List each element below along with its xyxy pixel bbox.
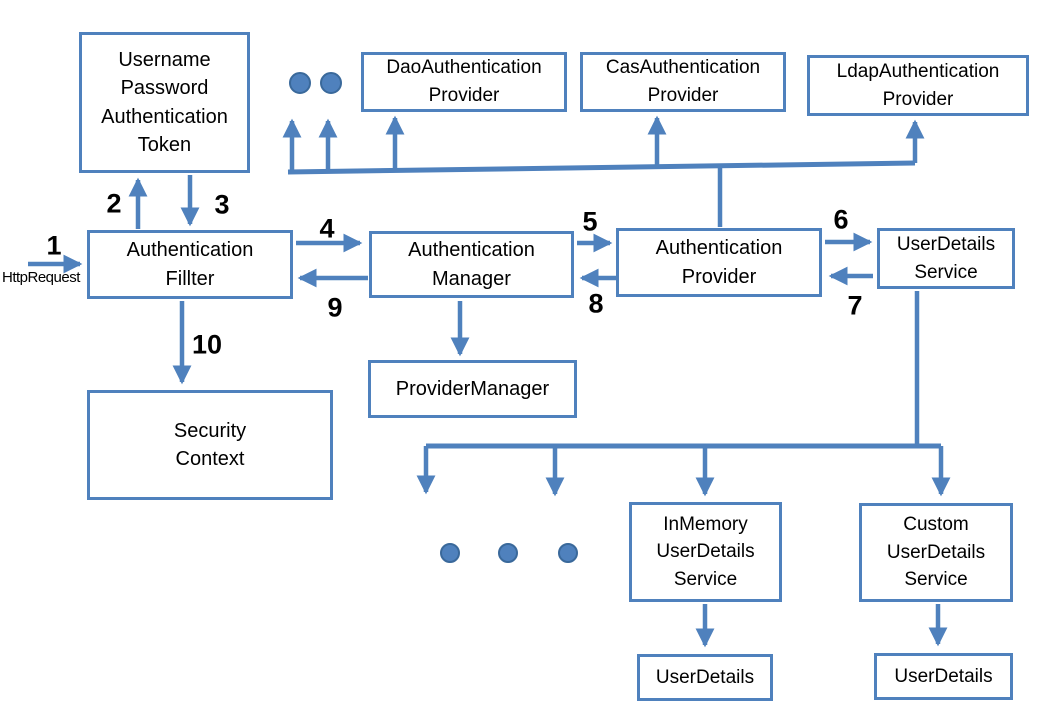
- userdetails-right-label: UserDetails: [894, 665, 993, 687]
- box-security-context: Security Context: [87, 390, 333, 500]
- provider-manager-label: ProviderManager: [395, 377, 550, 400]
- cas-provider-label: CasAuthentication Provider: [605, 57, 761, 106]
- token-label: Username Password Authentication Token: [101, 48, 228, 156]
- box-authentication-manager: Authentication Manager: [369, 231, 574, 298]
- step-label-8: 8: [588, 288, 604, 319]
- box-authentication-filter: Authentication Fillter: [87, 230, 293, 299]
- ellipsis-dot-top-2: [320, 72, 342, 94]
- box-provider-manager: ProviderManager: [368, 360, 577, 418]
- box-custom-userdetails-service: Custom UserDetails Service: [859, 503, 1013, 602]
- box-username-password-authentication-token: Username Password Authentication Token: [79, 32, 250, 173]
- ellipsis-dot-bottom-3: [558, 543, 578, 563]
- box-userdetails-left: UserDetails: [637, 654, 773, 701]
- step-label-5: 5: [582, 206, 598, 237]
- box-userdetails-service: UserDetails Service: [877, 228, 1015, 289]
- userdetails-left-label: UserDetails: [655, 666, 755, 688]
- box-authentication-provider: Authentication Provider: [616, 228, 822, 297]
- auth-manager-label: Authentication Manager: [408, 239, 535, 290]
- box-userdetails-right: UserDetails: [874, 653, 1013, 700]
- ldap-provider-label: LdapAuthentication Provider: [836, 60, 1000, 110]
- box-inmemory-userdetails-service: InMemory UserDetails Service: [629, 502, 782, 602]
- box-cas-authentication-provider: CasAuthentication Provider: [580, 52, 786, 112]
- step-label-10: 10: [191, 329, 223, 360]
- security-context-label: Security Context: [173, 419, 247, 470]
- step-label-4: 4: [319, 213, 335, 244]
- step-label-7: 7: [847, 290, 863, 321]
- ellipsis-dot-top-1: [289, 72, 311, 94]
- auth-provider-label: Authentication Provider: [655, 237, 783, 288]
- userdetails-service-label: UserDetails Service: [896, 233, 996, 283]
- step-label-1: 1: [46, 230, 62, 261]
- box-ldap-authentication-provider: LdapAuthentication Provider: [807, 55, 1029, 116]
- step-label-6: 6: [833, 204, 849, 235]
- auth-filter-label: Authentication Fillter: [126, 239, 254, 290]
- ellipsis-dot-bottom-1: [440, 543, 460, 563]
- step-label-2: 2: [106, 188, 122, 219]
- ellipsis-dot-bottom-2: [498, 543, 518, 563]
- http-request-label: HttpRequest: [2, 269, 80, 286]
- dao-provider-label: DaoAuthentication Provider: [386, 57, 542, 106]
- provider-bus-line: [287, 160, 916, 175]
- step-label-9: 9: [327, 292, 343, 323]
- box-dao-authentication-provider: DaoAuthentication Provider: [361, 52, 567, 112]
- step-label-3: 3: [214, 189, 230, 220]
- custom-userdetails-service-label: Custom UserDetails Service: [886, 514, 986, 591]
- inmemory-userdetails-service-label: InMemory UserDetails Service: [656, 513, 755, 590]
